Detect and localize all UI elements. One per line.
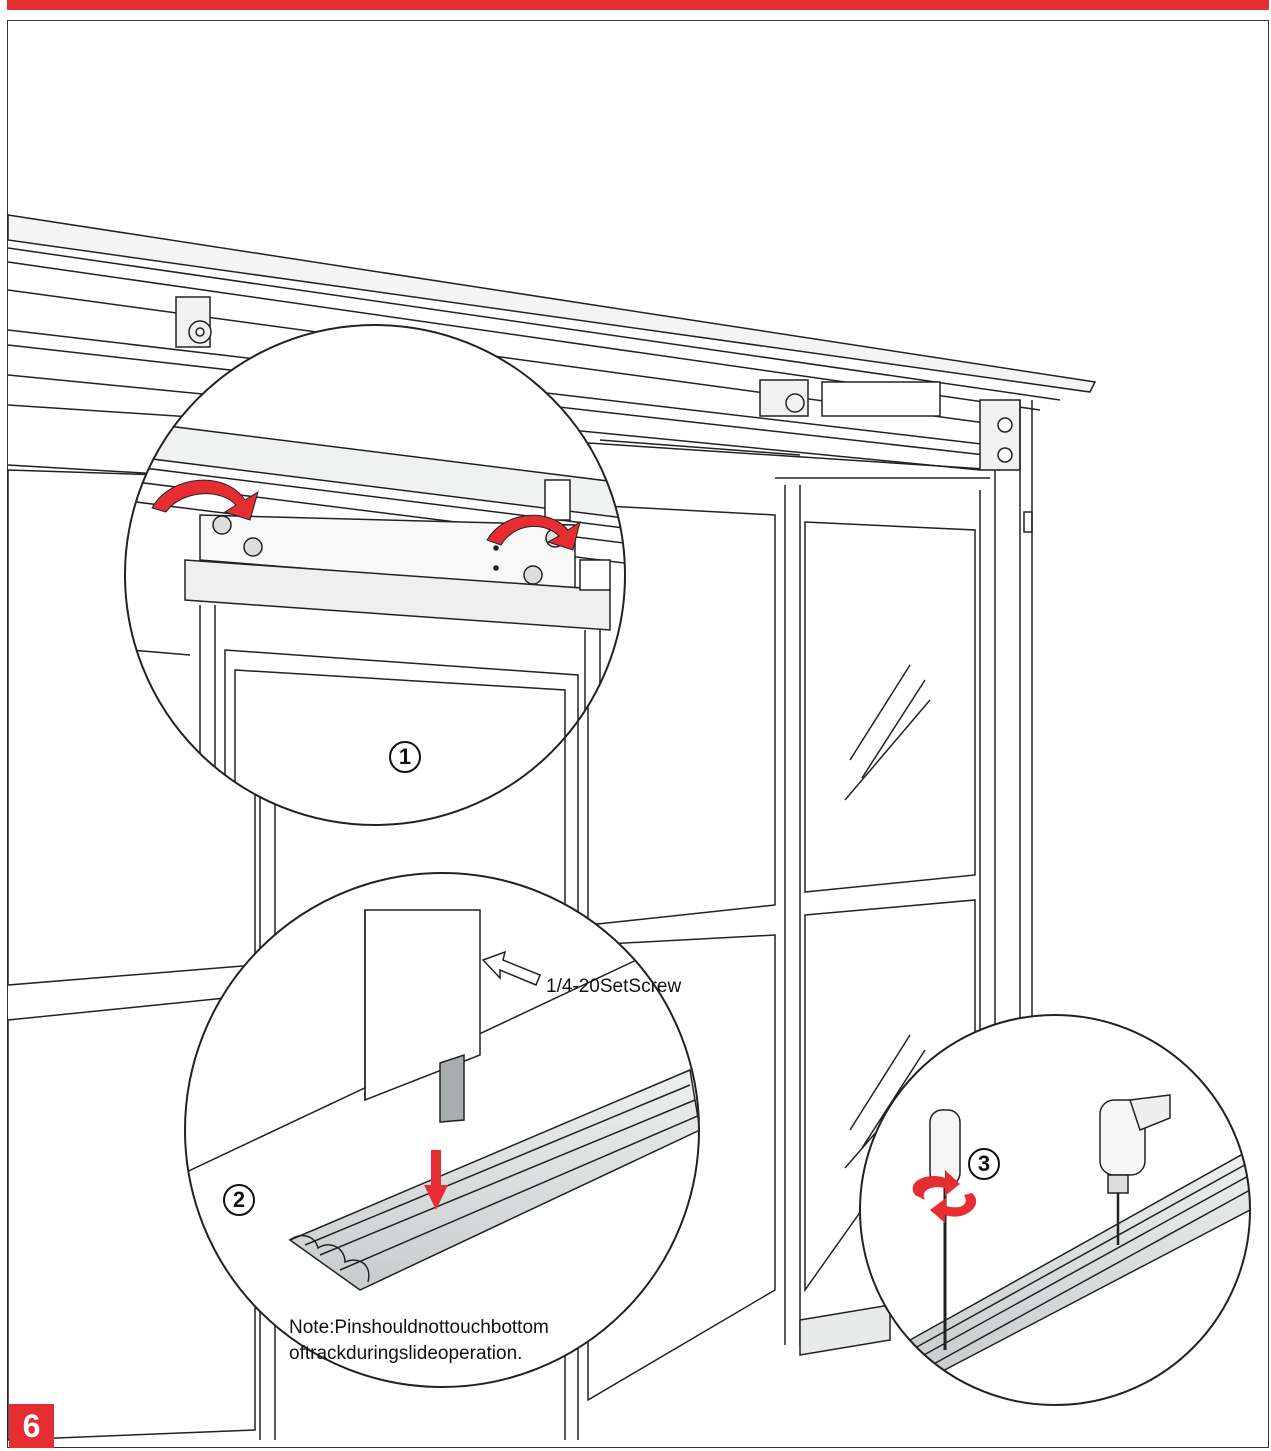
down-arrow-icon [424,1150,448,1210]
top-accent-bar [7,0,1269,10]
note-line-1: Note:Pinshouldnottouchbottom [289,1317,549,1338]
detail-circle-2 [184,872,700,1388]
detail-circle-1 [124,324,626,826]
rotate-arrow-icon [151,479,581,551]
hanger-wheel-left [175,296,212,348]
note-line-2: oftrackduringslideoperation. [289,1343,523,1364]
callout-number-2: 2 [223,1184,255,1216]
pointer-arrow-icon [481,950,541,986]
callout-number-1: 1 [389,741,421,773]
hanger-wheel-right [759,379,1021,471]
detail-circle-3 [859,1014,1251,1406]
right-door-panel [775,477,990,1356]
rotate-arrow-icon [912,1170,977,1223]
step-number-badge: 6 [9,1404,54,1448]
callout-number-3: 3 [968,1148,1000,1180]
side-jamb [994,400,1033,1045]
set-screw-label: 1/4-20SetScrew [546,976,682,997]
drill-icon [1099,1094,1171,1245]
